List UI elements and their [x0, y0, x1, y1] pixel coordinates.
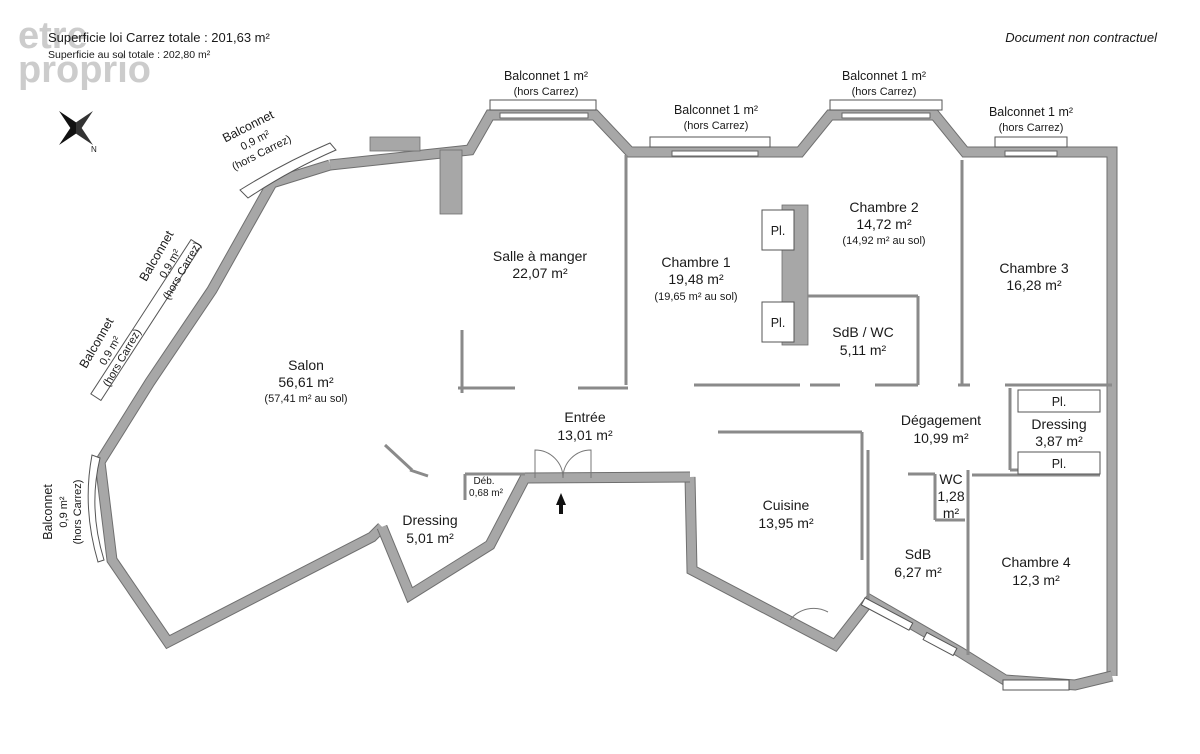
room-dressing-right-area: 3,87 m² [1035, 433, 1083, 449]
room-wc-area-line2: m² [943, 505, 960, 521]
room-sdb-area: 6,27 m² [894, 564, 942, 580]
room-dressing-right-name: Dressing [1031, 416, 1086, 432]
balcony-ch3-note: (hors Carrez) [999, 122, 1064, 134]
placard-label-dressing-bottom: Pl. [1052, 457, 1067, 471]
balcony-ch1-note: (hors Carrez) [684, 120, 749, 132]
walls [94, 109, 1118, 691]
entrance-arrow-stem [559, 504, 563, 514]
room-wc-area-line1: 1,28 [937, 488, 964, 504]
room-salle-a-manger-area: 22,07 m² [512, 265, 568, 281]
room-salon-name: Salon [288, 357, 324, 373]
balcony-salon-bottom-name: Balconnet [41, 484, 55, 540]
watermark-logo: etre proprio [18, 15, 151, 91]
room-wc-name: WC [939, 471, 962, 487]
room-entree-area: 13,01 m² [557, 427, 613, 443]
room-sdb-wc-name: SdB / WC [832, 324, 893, 340]
interior-walls [383, 155, 1112, 655]
balcony-salle-note: (hors Carrez) [514, 86, 579, 98]
balcony-salon-bottom-note: (hors Carrez) [72, 480, 84, 545]
placard-box [761, 209, 795, 251]
room-chambre1-area: 19,48 m² [668, 271, 724, 287]
room-chambre1-name: Chambre 1 [661, 254, 730, 270]
room-labels: Salle à manger 22,07 m² Chambre 1 19,48 … [264, 199, 1086, 588]
balcony-salon-bottom-area: 0,9 m² [58, 496, 70, 528]
room-dressing-salon-area: 5,01 m² [406, 530, 454, 546]
room-degagement-name: Dégagement [901, 412, 981, 428]
balcony-salle-name: Balconnet 1 m² [504, 69, 588, 83]
superficie-carrez-text: Superficie loi Carrez totale : 201,63 m² [48, 30, 270, 45]
logo-text-line1: etre [18, 15, 88, 57]
room-deb-name: Déb. [473, 476, 494, 487]
room-cuisine-name: Cuisine [763, 497, 810, 513]
balcony-ch1-name: Balconnet 1 m² [674, 103, 758, 117]
placard-label-dressing-top: Pl. [1052, 395, 1067, 409]
superficie-sol-text: Superficie au sol totale : 202,80 m² [48, 49, 211, 61]
room-chambre2-name: Chambre 2 [849, 199, 918, 215]
room-chambre4-name: Chambre 4 [1001, 554, 1070, 570]
room-sdb-name: SdB [905, 546, 931, 562]
balcony-ch3-name: Balconnet 1 m² [989, 105, 1073, 119]
room-chambre4-area: 12,3 m² [1012, 572, 1060, 588]
placards: Pl. Pl. Pl. Pl. [761, 209, 1101, 475]
room-cuisine-area: 13,95 m² [758, 515, 814, 531]
room-chambre1-sol: (19,65 m² au sol) [654, 291, 737, 303]
room-chambre2-sol: (14,92 m² au sol) [842, 235, 925, 247]
compass-icon [59, 111, 93, 145]
placard-box [1017, 389, 1101, 413]
room-chambre2-area: 14,72 m² [856, 216, 912, 232]
north-label: N [91, 145, 97, 154]
room-sdb-wc-area: 5,11 m² [840, 342, 887, 358]
logo-text-line2: proprio [18, 49, 151, 91]
room-chambre3-area: 16,28 m² [1006, 277, 1062, 293]
entrance-arrow-icon [556, 493, 566, 505]
placard-box [761, 301, 795, 343]
room-salon-sol: (57,41 m² au sol) [264, 393, 347, 405]
balcony-ch2-name: Balconnet 1 m² [842, 69, 926, 83]
room-salle-a-manger-name: Salle à manger [493, 248, 588, 264]
room-deb-area: 0,68 m² [469, 488, 504, 499]
room-salon-area: 56,61 m² [278, 374, 334, 390]
balcony-ch2-note: (hors Carrez) [852, 86, 917, 98]
room-degagement-area: 10,99 m² [913, 430, 969, 446]
doors [534, 449, 829, 621]
room-chambre3-name: Chambre 3 [999, 260, 1068, 276]
placard-label-ch2-bottom: Pl. [771, 316, 786, 330]
placard-label-ch2-top: Pl. [771, 224, 786, 238]
room-dressing-salon-name: Dressing [402, 512, 457, 528]
placard-box [1017, 451, 1101, 475]
balcony-markers [87, 99, 1070, 691]
disclaimer-text: Document non contractuel [1005, 30, 1158, 45]
room-entree-name: Entrée [564, 409, 605, 425]
